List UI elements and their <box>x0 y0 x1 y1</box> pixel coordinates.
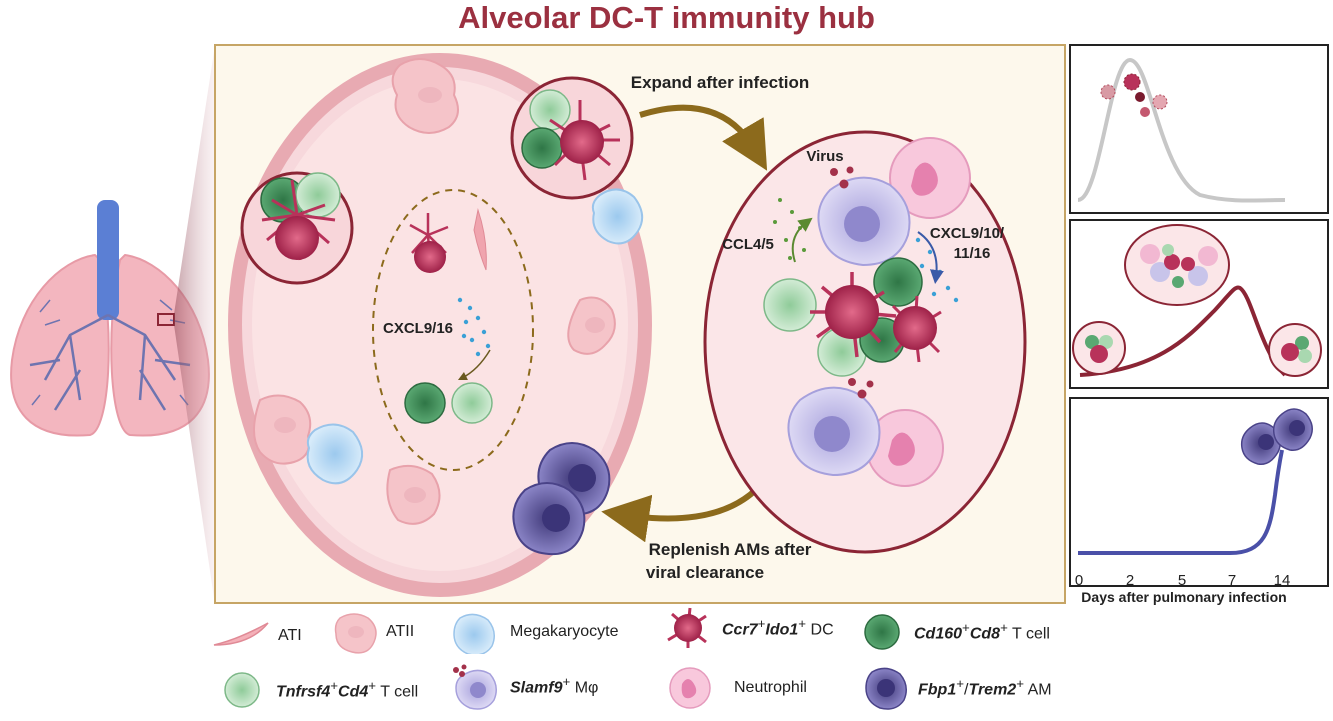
resting-chemokine-label: CXCL9/16 <box>383 320 453 337</box>
legend: ATI ATII Megakaryocyte Ccr7+Ido1+ DC Cd1… <box>210 607 1320 718</box>
legend-item-neutrophil: Neutrophil <box>666 667 807 709</box>
ccl-label: CCL4/5 <box>722 236 774 253</box>
legend-item-macrophage: Slamf9+ Mφ <box>448 664 598 710</box>
cxcl-label-line1: CXCL9/10/ <box>930 225 1005 242</box>
legend-item-am: Fbp1+/Trem2+ AM <box>860 667 1052 710</box>
megakaryocyte-cells <box>306 188 644 485</box>
legend-item-atii: ATII <box>332 612 414 654</box>
timeline-panel-3 <box>1069 397 1329 587</box>
legend-item-ati: ATI <box>210 616 302 656</box>
legend-item-dc: Ccr7+Ido1+ DC <box>660 607 834 648</box>
macrophage-icon <box>453 664 497 710</box>
tick-label-5: 5 <box>1178 572 1186 589</box>
virus-label: Virus <box>806 148 843 165</box>
alveolar-macrophages <box>512 442 611 556</box>
resting-chemokine-dots <box>457 297 491 357</box>
tick-label-7: 7 <box>1228 572 1236 589</box>
ati-cell-icon <box>213 622 269 646</box>
virus-particles <box>830 166 874 399</box>
dc-t-cluster-left <box>240 171 354 285</box>
timeline-xlabel: Days after pulmonary infection <box>1081 589 1286 605</box>
lung-illustration <box>10 45 215 605</box>
timeline-axis: 0 2 5 7 14 Days after pulmonary infectio… <box>1075 572 1291 605</box>
activated-hub <box>703 130 1027 554</box>
expand-label: Expand after infection <box>631 73 810 92</box>
neutrophil-icon <box>669 667 711 709</box>
figure-title: Alveolar DC-T immunity hub <box>458 0 875 35</box>
timeline-panel-1 <box>1069 44 1329 214</box>
cd4-t-cell-icon <box>224 672 260 708</box>
alveolus <box>228 53 652 597</box>
cd8-t-cell-icon <box>864 614 900 650</box>
atii-cell-icon <box>334 613 377 654</box>
legend-item-cd4: Tnfrsf4+Cd4+ T cell <box>220 670 418 710</box>
atii-nuclei <box>274 87 605 503</box>
timeline-panel-2 <box>1069 219 1329 389</box>
legend-item-cd8: Cd160+Cd8+ T cell <box>860 612 1050 652</box>
resting-niche <box>372 189 534 471</box>
cxcl-label-line2: 11/16 <box>954 245 991 262</box>
dc-t-cluster-top <box>510 76 634 200</box>
replenish-label-line1: Replenish AMs after <box>649 540 812 559</box>
tick-label-14: 14 <box>1274 572 1291 589</box>
tick-label-0: 0 <box>1075 572 1083 589</box>
legend-item-megakaryocyte: Megakaryocyte <box>450 612 619 654</box>
expand-arrow <box>639 104 768 171</box>
tick-label-2: 2 <box>1126 572 1134 589</box>
dendritic-cell-icon <box>667 607 707 648</box>
replenish-label-line2: viral clearance <box>646 563 764 582</box>
megakaryocyte-icon <box>453 613 495 654</box>
alveolar-macrophage-icon <box>865 667 907 710</box>
